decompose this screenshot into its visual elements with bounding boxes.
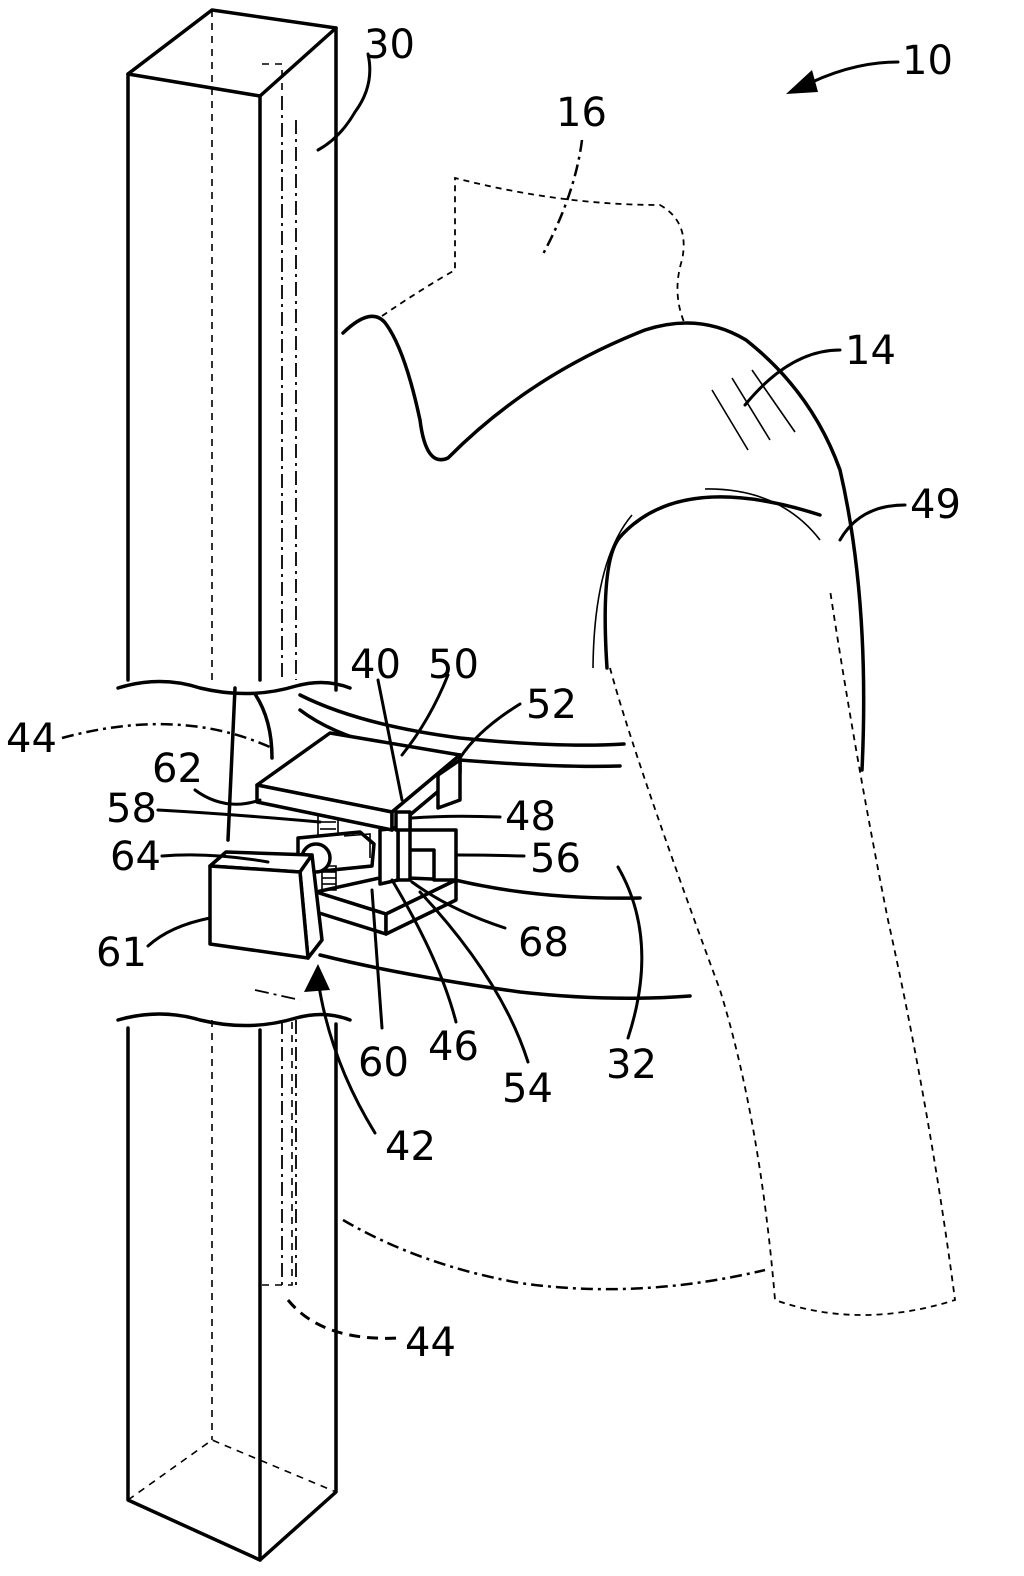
label-49: 49	[910, 482, 961, 528]
label-48: 48	[505, 794, 556, 840]
clamp-assembly-42	[208, 731, 462, 960]
label-62: 62	[152, 746, 203, 792]
leader-lines	[61, 52, 907, 1340]
label-40: 40	[350, 642, 401, 688]
patient-outline	[341, 176, 956, 1316]
label-14: 14	[845, 328, 896, 374]
label-52: 52	[526, 682, 577, 728]
label-10: 10	[902, 38, 953, 84]
label-58: 58	[106, 786, 157, 832]
label-16: 16	[556, 90, 607, 136]
label-61: 61	[96, 930, 147, 976]
label-46: 46	[428, 1024, 479, 1070]
label-68: 68	[518, 920, 569, 966]
label-64: 64	[110, 834, 161, 880]
label-56: 56	[530, 836, 581, 882]
label-54: 54	[502, 1066, 553, 1112]
label-42: 42	[385, 1124, 436, 1170]
label-32: 32	[606, 1042, 657, 1088]
support-column-30	[116, 8, 352, 1562]
label-44-upper: 44	[6, 716, 57, 762]
label-60: 60	[358, 1040, 409, 1086]
label-44-lower: 44	[405, 1320, 456, 1366]
label-50: 50	[428, 642, 479, 688]
reference-numerals: 10 30 16 14 49 40 50 52 44 62 48 58 56 6…	[6, 22, 961, 1366]
label-30: 30	[364, 22, 415, 68]
